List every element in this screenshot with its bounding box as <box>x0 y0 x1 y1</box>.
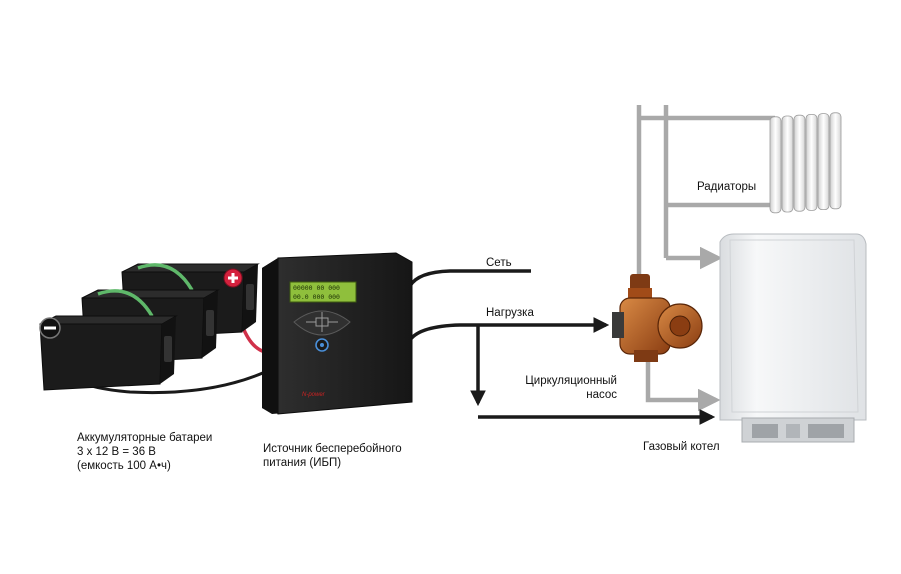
radiator-section <box>793 114 806 212</box>
circulation-pump <box>612 274 703 362</box>
radiator-section <box>781 115 794 213</box>
gas-boiler <box>719 233 867 443</box>
radiator-section <box>829 112 842 210</box>
cable-load-to-pump <box>408 317 610 342</box>
radiator <box>769 112 842 214</box>
label-ups-line-1: Источник бесперебойного <box>263 443 402 455</box>
label-batteries: Аккумуляторные батареи 3 х 12 В = 36 В (… <box>77 431 212 473</box>
battery-bank <box>39 263 260 391</box>
label-mains: Сеть <box>486 257 512 269</box>
ups-display <box>289 281 357 303</box>
ups-display-line-2: 00.0 000 000 <box>293 293 340 301</box>
cable-mains <box>408 269 531 287</box>
battery <box>39 315 178 391</box>
label-ups-line-2: питания (ИБП) <box>263 457 342 469</box>
ups-display-line-1: 00000 00 000 <box>293 284 340 292</box>
heating-pipes <box>636 105 775 412</box>
label-batteries-line-2: 3 х 12 В = 36 В <box>77 446 156 458</box>
label-pump-line-1: Циркуляционный <box>525 375 617 387</box>
radiator-section <box>769 116 782 214</box>
radiator-section <box>805 114 818 211</box>
label-radiators: Радиаторы <box>697 181 757 193</box>
label-batteries-line-1: Аккумуляторные батареи <box>77 432 213 444</box>
label-pump: Циркуляционный насос <box>525 374 617 402</box>
positive-terminal-icon <box>223 268 243 288</box>
label-batteries-line-3: (емкость 100 А•ч) <box>77 460 171 472</box>
label-boiler: Газовый котел <box>643 441 720 453</box>
label-pump-line-2: насос <box>586 389 617 401</box>
label-ups: Источник бесперебойного питания (ИБП) <box>263 442 402 470</box>
ups-brand-logo: N-power <box>302 392 326 398</box>
ups-unit: 00000 00 000 00.0 000 000 N-power <box>262 252 413 415</box>
label-load: Нагрузка <box>486 307 534 319</box>
radiator-section <box>817 113 830 210</box>
pipe-pump-to-boiler <box>645 350 721 412</box>
negative-terminal-icon <box>39 317 61 339</box>
